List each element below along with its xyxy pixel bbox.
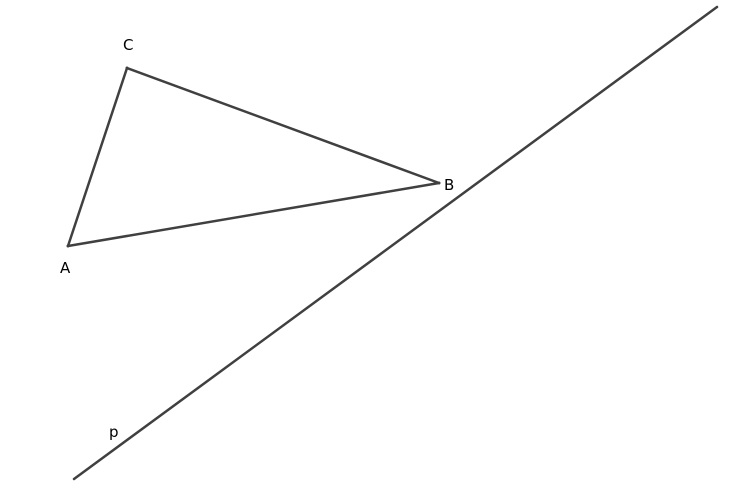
label-p: p [109,423,119,441]
label-A: A [60,259,71,277]
point-B[interactable] [437,181,441,185]
line-p[interactable] [72,5,719,481]
point-A[interactable] [66,244,70,248]
point-C[interactable] [125,66,129,70]
segment-CA[interactable] [66,66,129,248]
segment-BC[interactable] [125,66,441,185]
segment-AB[interactable] [66,181,441,248]
label-C: C [123,36,133,54]
label-B: B [444,176,454,194]
